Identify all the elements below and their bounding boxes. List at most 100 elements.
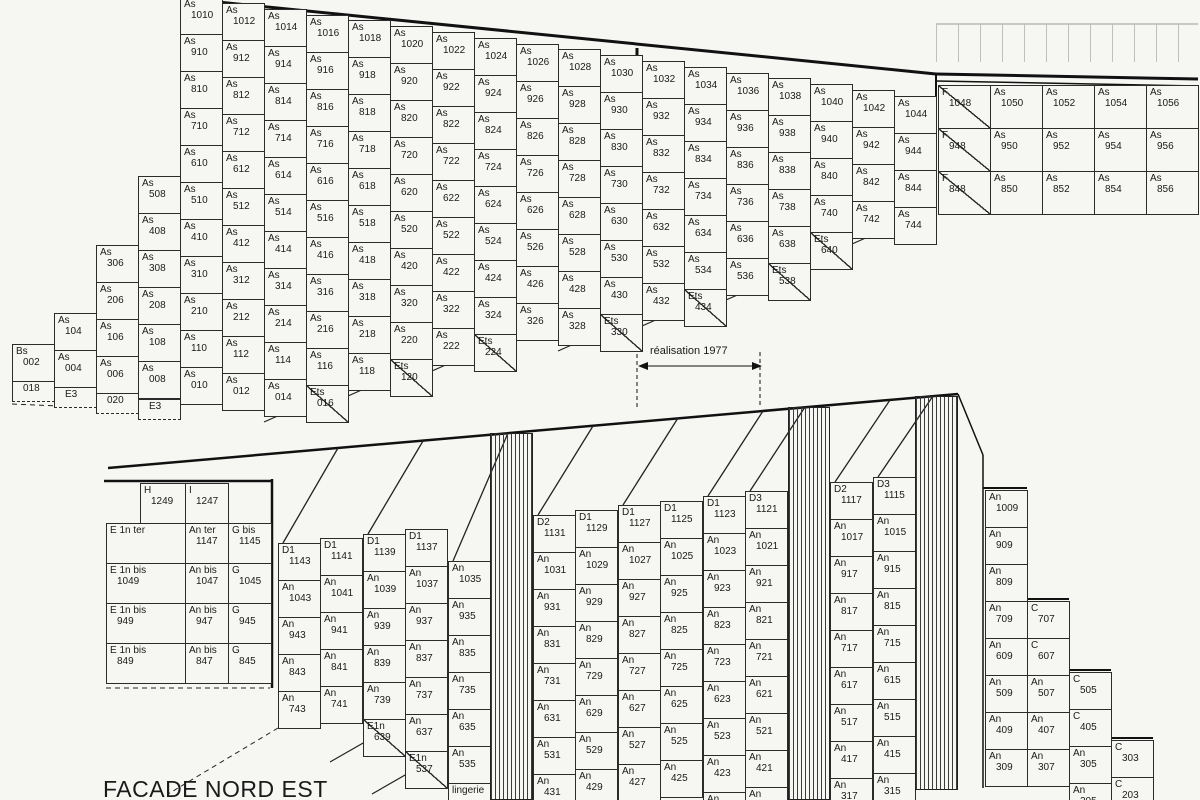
unit-number: 528 (569, 247, 586, 258)
unit-prefix: An (1073, 748, 1086, 759)
unit-number: 631 (544, 713, 561, 724)
unit-prefix: As (58, 352, 70, 363)
unit-number: 1249 (151, 496, 174, 507)
unit-number: 640 (821, 245, 838, 256)
unit-prefix: An (452, 637, 465, 648)
unit-number: 925 (671, 588, 688, 599)
unit-number: 1045 (239, 576, 262, 587)
unit-number: 322 (443, 304, 460, 315)
unit-number: 1020 (401, 39, 424, 50)
unit-number: 716 (317, 139, 334, 150)
unit-number: 1042 (863, 103, 886, 114)
unit-number: 1139 (374, 547, 396, 558)
unit-prefix: As (688, 254, 700, 265)
unit-number: 522 (443, 230, 460, 241)
unit-number: 120 (401, 372, 418, 383)
unit-prefix: As (226, 227, 238, 238)
unit-number: 1121 (756, 504, 778, 515)
unit-prefix: As (310, 128, 322, 139)
unit-number: 008 (149, 374, 166, 385)
unit-number: 839 (374, 658, 391, 669)
unit-prefix: E 1n bis (110, 565, 147, 576)
realisation-annotation: réalisation 1977 (650, 345, 728, 357)
unit-number: 326 (527, 316, 544, 327)
unit-prefix: As (352, 355, 364, 366)
unit-prefix: As (226, 301, 238, 312)
unit-number: 629 (586, 708, 603, 719)
unit-number: 018 (23, 383, 40, 394)
unit-cell-e3: E3 (138, 399, 181, 420)
unit-number: 954 (1105, 141, 1122, 152)
unit-number: 915 (884, 564, 901, 575)
unit-prefix: As (100, 284, 112, 295)
unit-number: 717 (841, 643, 858, 654)
unit-number: 841 (331, 662, 348, 673)
unit-number: 316 (317, 287, 334, 298)
unit-prefix: An (707, 535, 720, 546)
unit-number: 721 (756, 652, 773, 663)
unit-prefix: As (814, 86, 826, 97)
unit-prefix: An (749, 789, 762, 800)
unit-number: 108 (149, 337, 166, 348)
unit-prefix: An (749, 604, 762, 615)
unit-prefix: As (142, 178, 154, 189)
unit-number: 1016 (317, 28, 340, 39)
unit-prefix: An (622, 655, 635, 666)
unit-number: 507 (1038, 688, 1055, 699)
unit-prefix: Ets (688, 291, 703, 302)
unit-prefix: As (310, 17, 322, 28)
unit-prefix: An (989, 566, 1002, 577)
unit-prefix: An (537, 554, 550, 565)
unit-prefix: An (877, 664, 890, 675)
unit-prefix: As (268, 196, 280, 207)
unit-number: 949 (117, 616, 134, 627)
unit-prefix: H (144, 485, 152, 496)
unit-prefix: An (749, 530, 762, 541)
unit-prefix: Bs (16, 346, 28, 357)
unit-prefix: As (352, 22, 364, 33)
unit-number: 956 (1157, 141, 1174, 152)
unit-prefix: As (1098, 130, 1110, 141)
unit-number: 734 (695, 191, 712, 202)
unit-prefix: As (436, 71, 448, 82)
unit-number: 514 (275, 207, 292, 218)
unit-prefix: C (1115, 742, 1123, 753)
unit-number: 414 (275, 244, 292, 255)
unit-prefix: I (189, 485, 192, 496)
unit-prefix: As (226, 375, 238, 386)
unit-prefix: As (310, 202, 322, 213)
unit-prefix: As (604, 279, 616, 290)
unit-number: 531 (544, 750, 561, 761)
unit-prefix: An (877, 701, 890, 712)
unit-number: 834 (695, 154, 712, 165)
unit-number: 617 (841, 680, 858, 691)
unit-number: 626 (527, 205, 544, 216)
unit-number: 520 (401, 224, 418, 235)
